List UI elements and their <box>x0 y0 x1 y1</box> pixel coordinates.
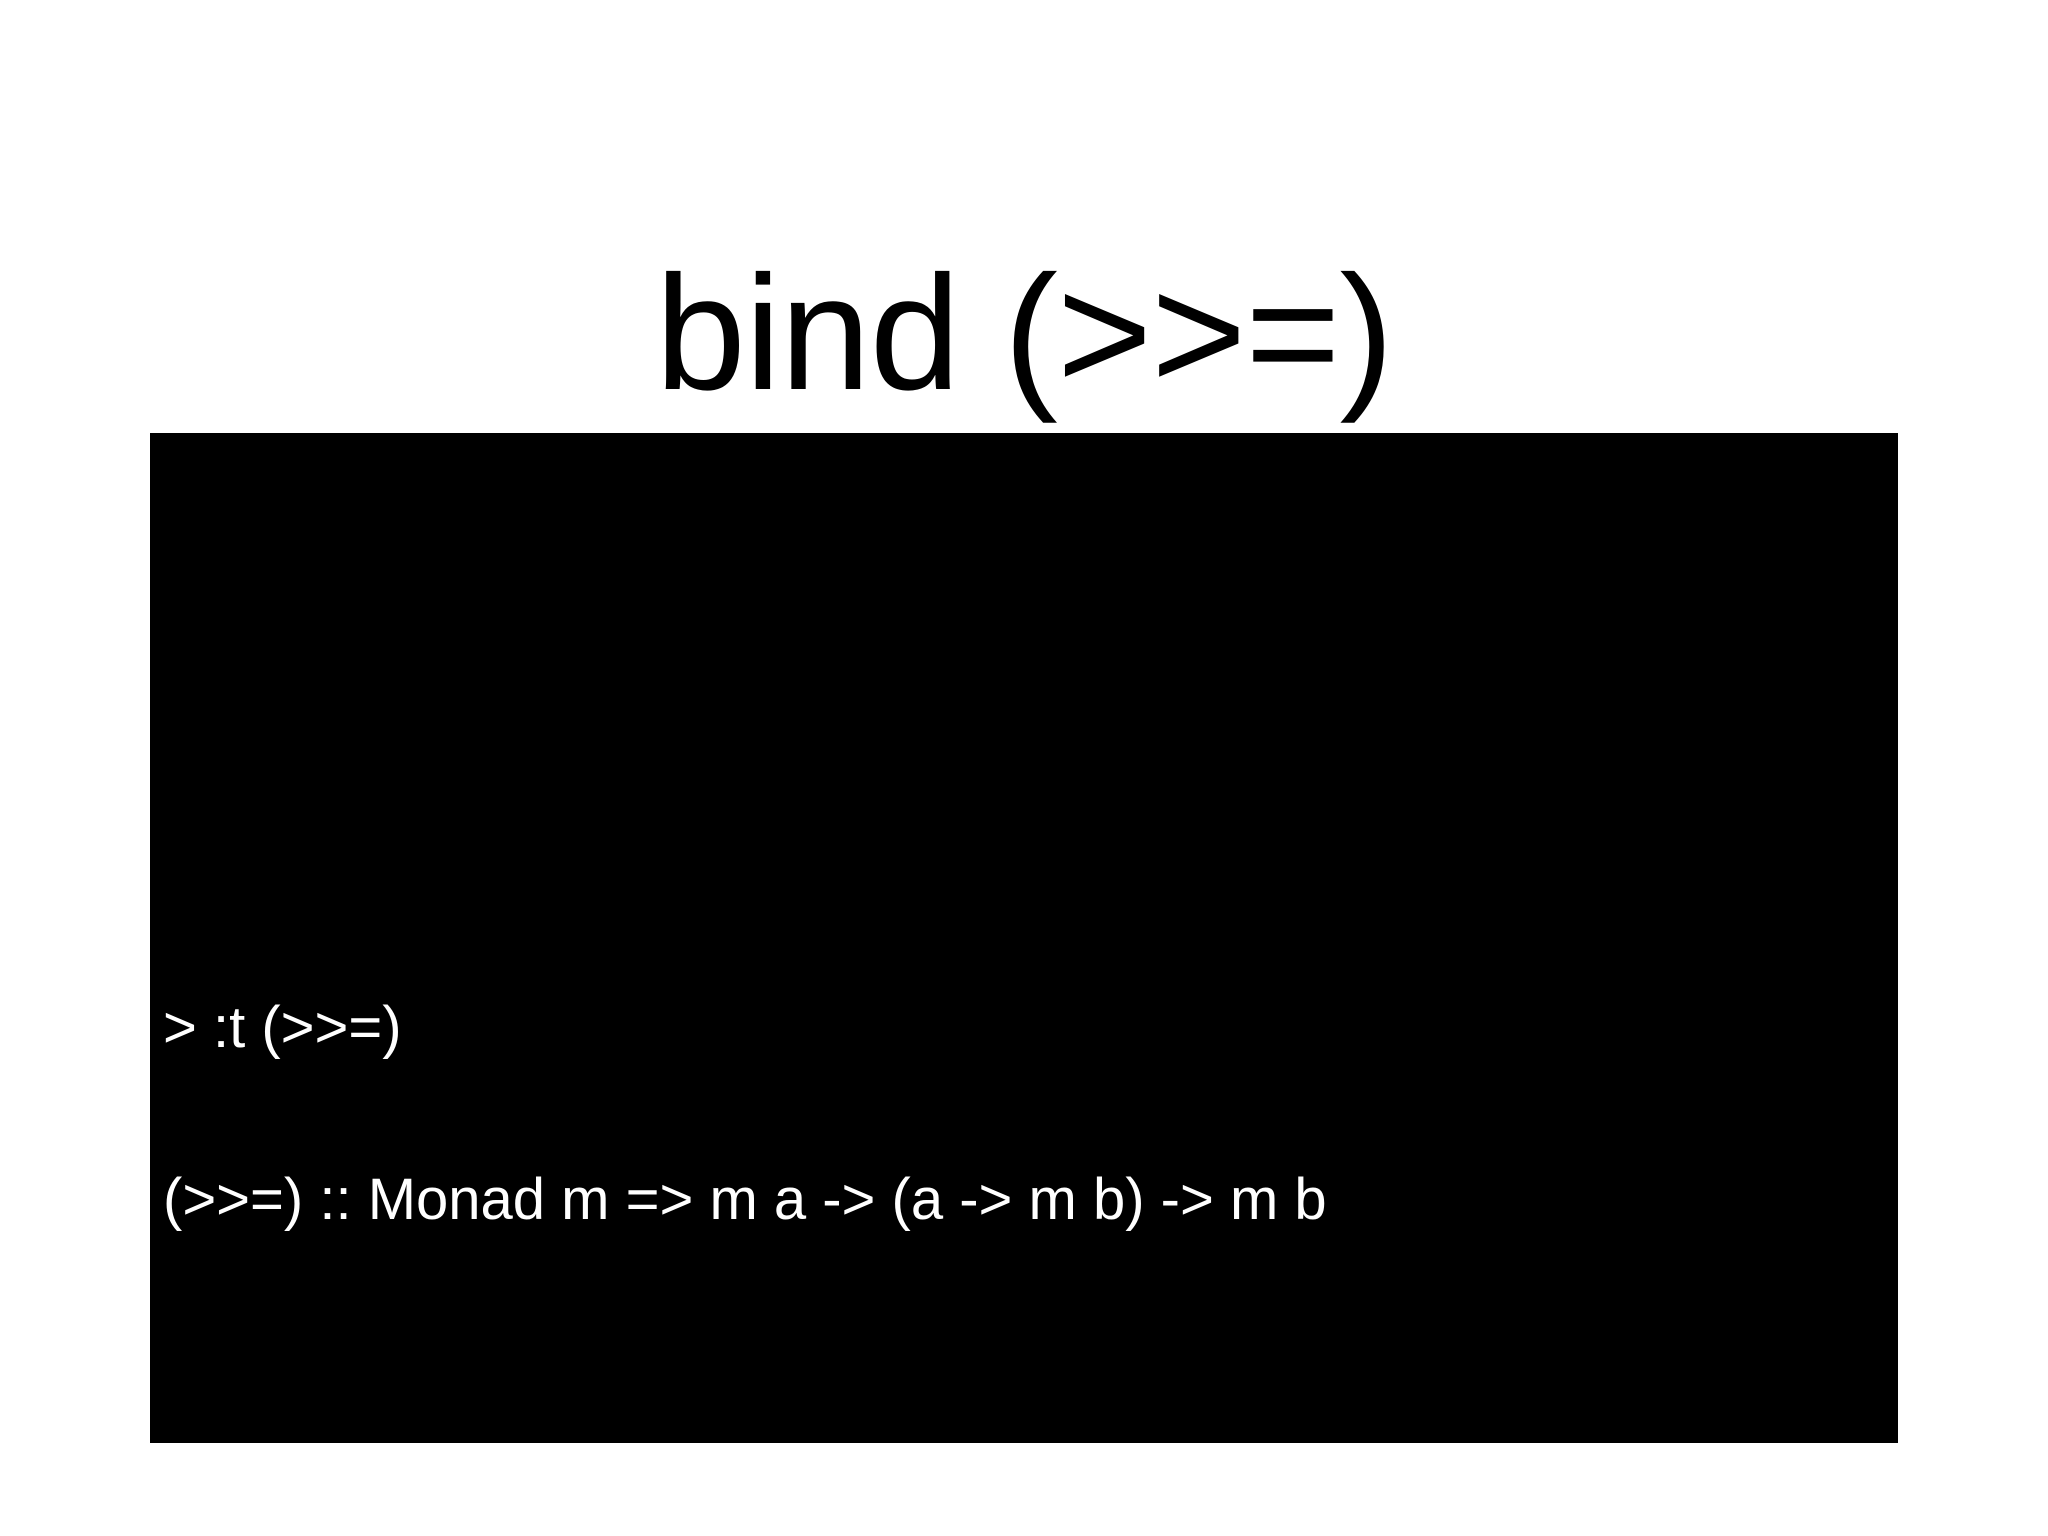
terminal-line-type-signature: (>>=) :: Monad m => m a -> (a -> m b) ->… <box>163 1167 1327 1232</box>
terminal-console: > :t (>>=) (>>=) :: Monad m => m a -> (a… <box>150 433 1898 1443</box>
terminal-line-list: > :t (>>=) (>>=) :: Monad m => m a -> (a… <box>163 433 1898 1443</box>
terminal-line-prompt-type-query: > :t (>>=) <box>163 995 402 1060</box>
page-title: bind (>>=) <box>655 241 1394 425</box>
